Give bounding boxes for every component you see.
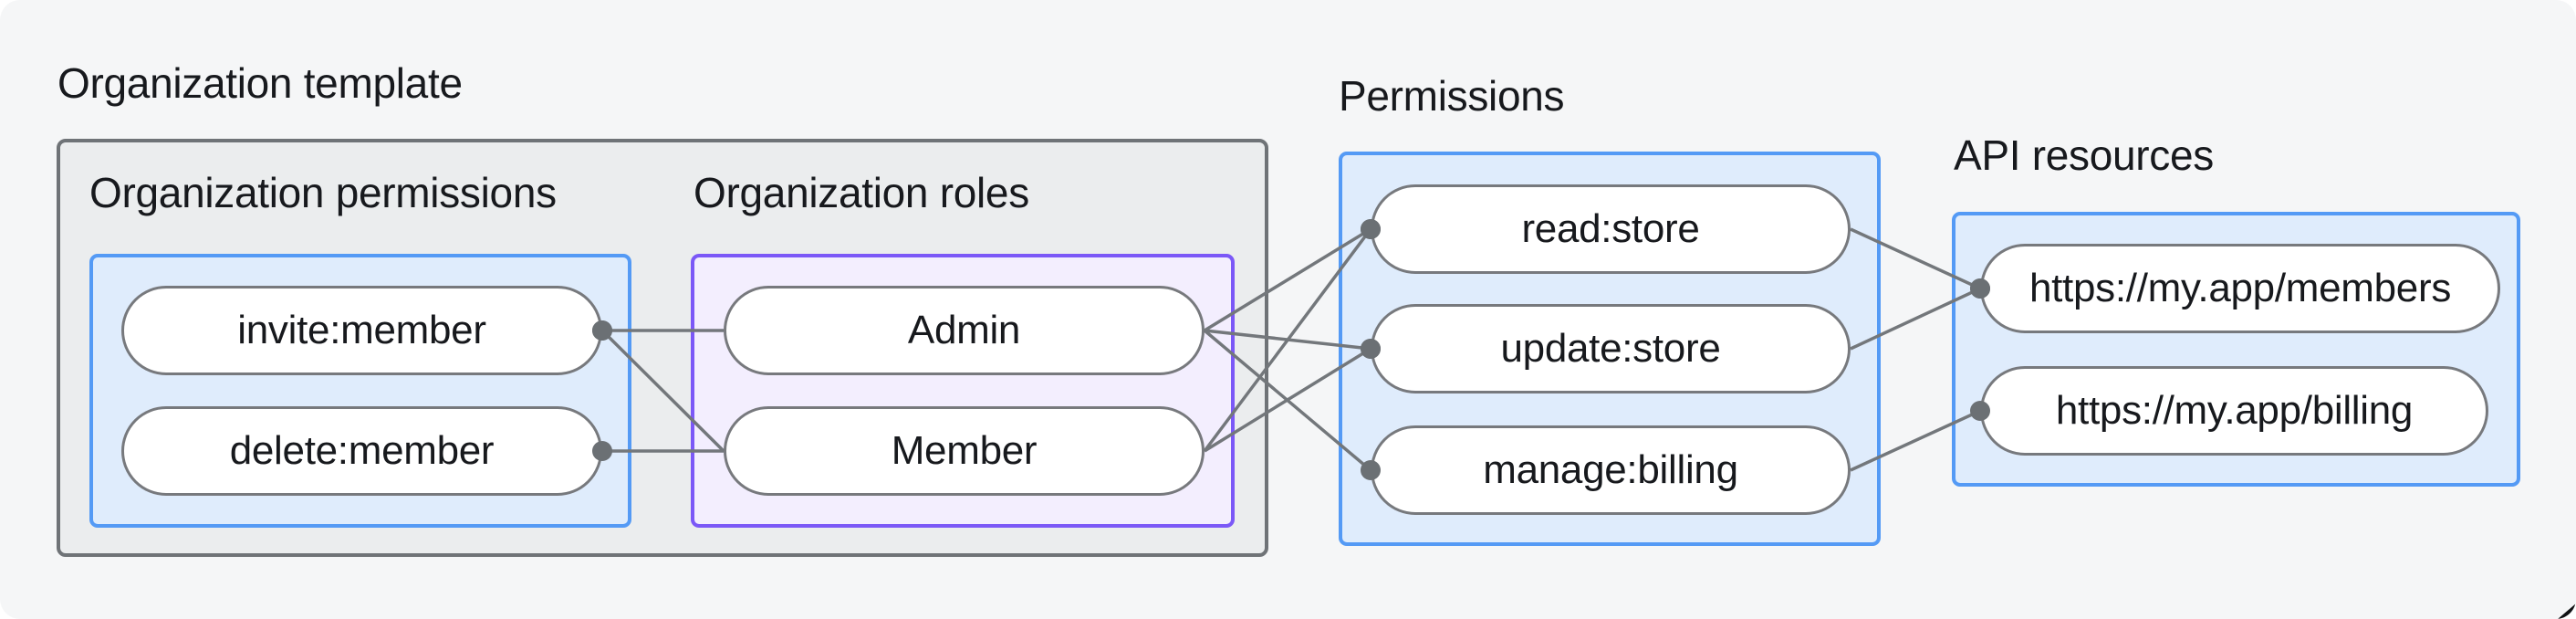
node-api-billing-url: https://my.app/billing [1980,366,2488,456]
cursor-artifact [2558,603,2576,619]
api-resources-label: API resources [1954,131,2214,179]
node-member-role: Member [724,406,1205,496]
node-read-store: read:store [1371,184,1851,274]
node-admin-role: Admin [724,286,1205,375]
node-update-store: update:store [1371,304,1851,393]
node-delete-member: delete:member [121,406,602,496]
node-api-members-url: https://my.app/members [1980,244,2500,333]
node-invite-member: invite:member [121,286,602,375]
organization-permissions-label: Organization permissions [89,169,557,216]
node-manage-billing: manage:billing [1371,425,1851,515]
permissions-label: Permissions [1339,72,1565,120]
organization-template-label: Organization template [57,59,463,107]
organization-roles-label: Organization roles [694,169,1029,216]
